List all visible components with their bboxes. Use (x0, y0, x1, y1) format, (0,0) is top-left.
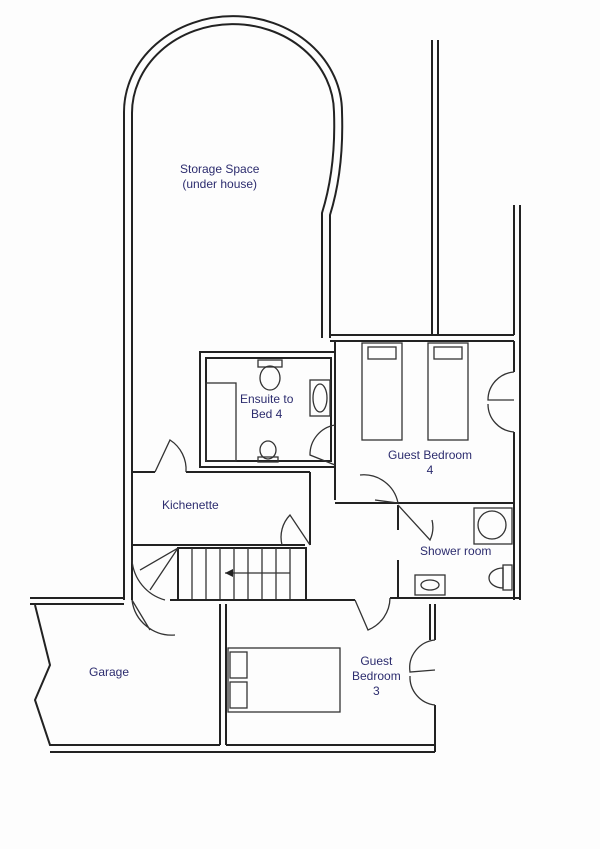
kitchenette-label: Kichenette (162, 498, 219, 512)
guest-bedroom-3-label-line3: 3 (373, 684, 380, 698)
storage-label-line1: Storage Space (180, 162, 260, 176)
garage-walls (33, 604, 227, 746)
bed (227, 647, 341, 713)
ensuite-label-line2: Bed 4 (251, 407, 283, 421)
shower-tray (473, 507, 513, 545)
bathtub (205, 382, 237, 462)
basin (414, 574, 446, 596)
stairs (131, 547, 307, 601)
guest-bedroom-4-label-line1: Guest Bedroom (388, 448, 473, 462)
storage-label-line2: (under house) (182, 177, 258, 191)
toilet (257, 359, 283, 368)
shower-room-label: Shower room (420, 544, 492, 558)
shower-room-walls (359, 474, 513, 598)
guest-bedroom-3-label: Guest Bedroom 3 (352, 654, 401, 699)
guest-bedroom-3-label-line2: Bedroom (352, 669, 401, 683)
storage-label: Storage Space (under house) (180, 162, 259, 192)
guest-bedroom-3-walls (50, 604, 436, 753)
bed (361, 342, 403, 441)
guest-bedroom-4-label: Guest Bedroom 4 (388, 448, 472, 478)
guest-bedroom-4-label-line2: 4 (426, 463, 434, 477)
basin (309, 379, 331, 417)
lower-walls (30, 597, 520, 636)
storage-walls (123, 15, 521, 600)
toilet (502, 564, 513, 591)
ensuite-label: Ensuite to Bed 4 (240, 392, 293, 422)
ensuite-label-line1: Ensuite to (240, 392, 294, 406)
garage-label: Garage (89, 665, 130, 679)
guest-bedroom-4-walls (309, 341, 515, 600)
kitchenette-walls (132, 439, 311, 546)
guest-bedroom-3-label-line1: Guest (360, 654, 393, 668)
bed (427, 342, 469, 441)
